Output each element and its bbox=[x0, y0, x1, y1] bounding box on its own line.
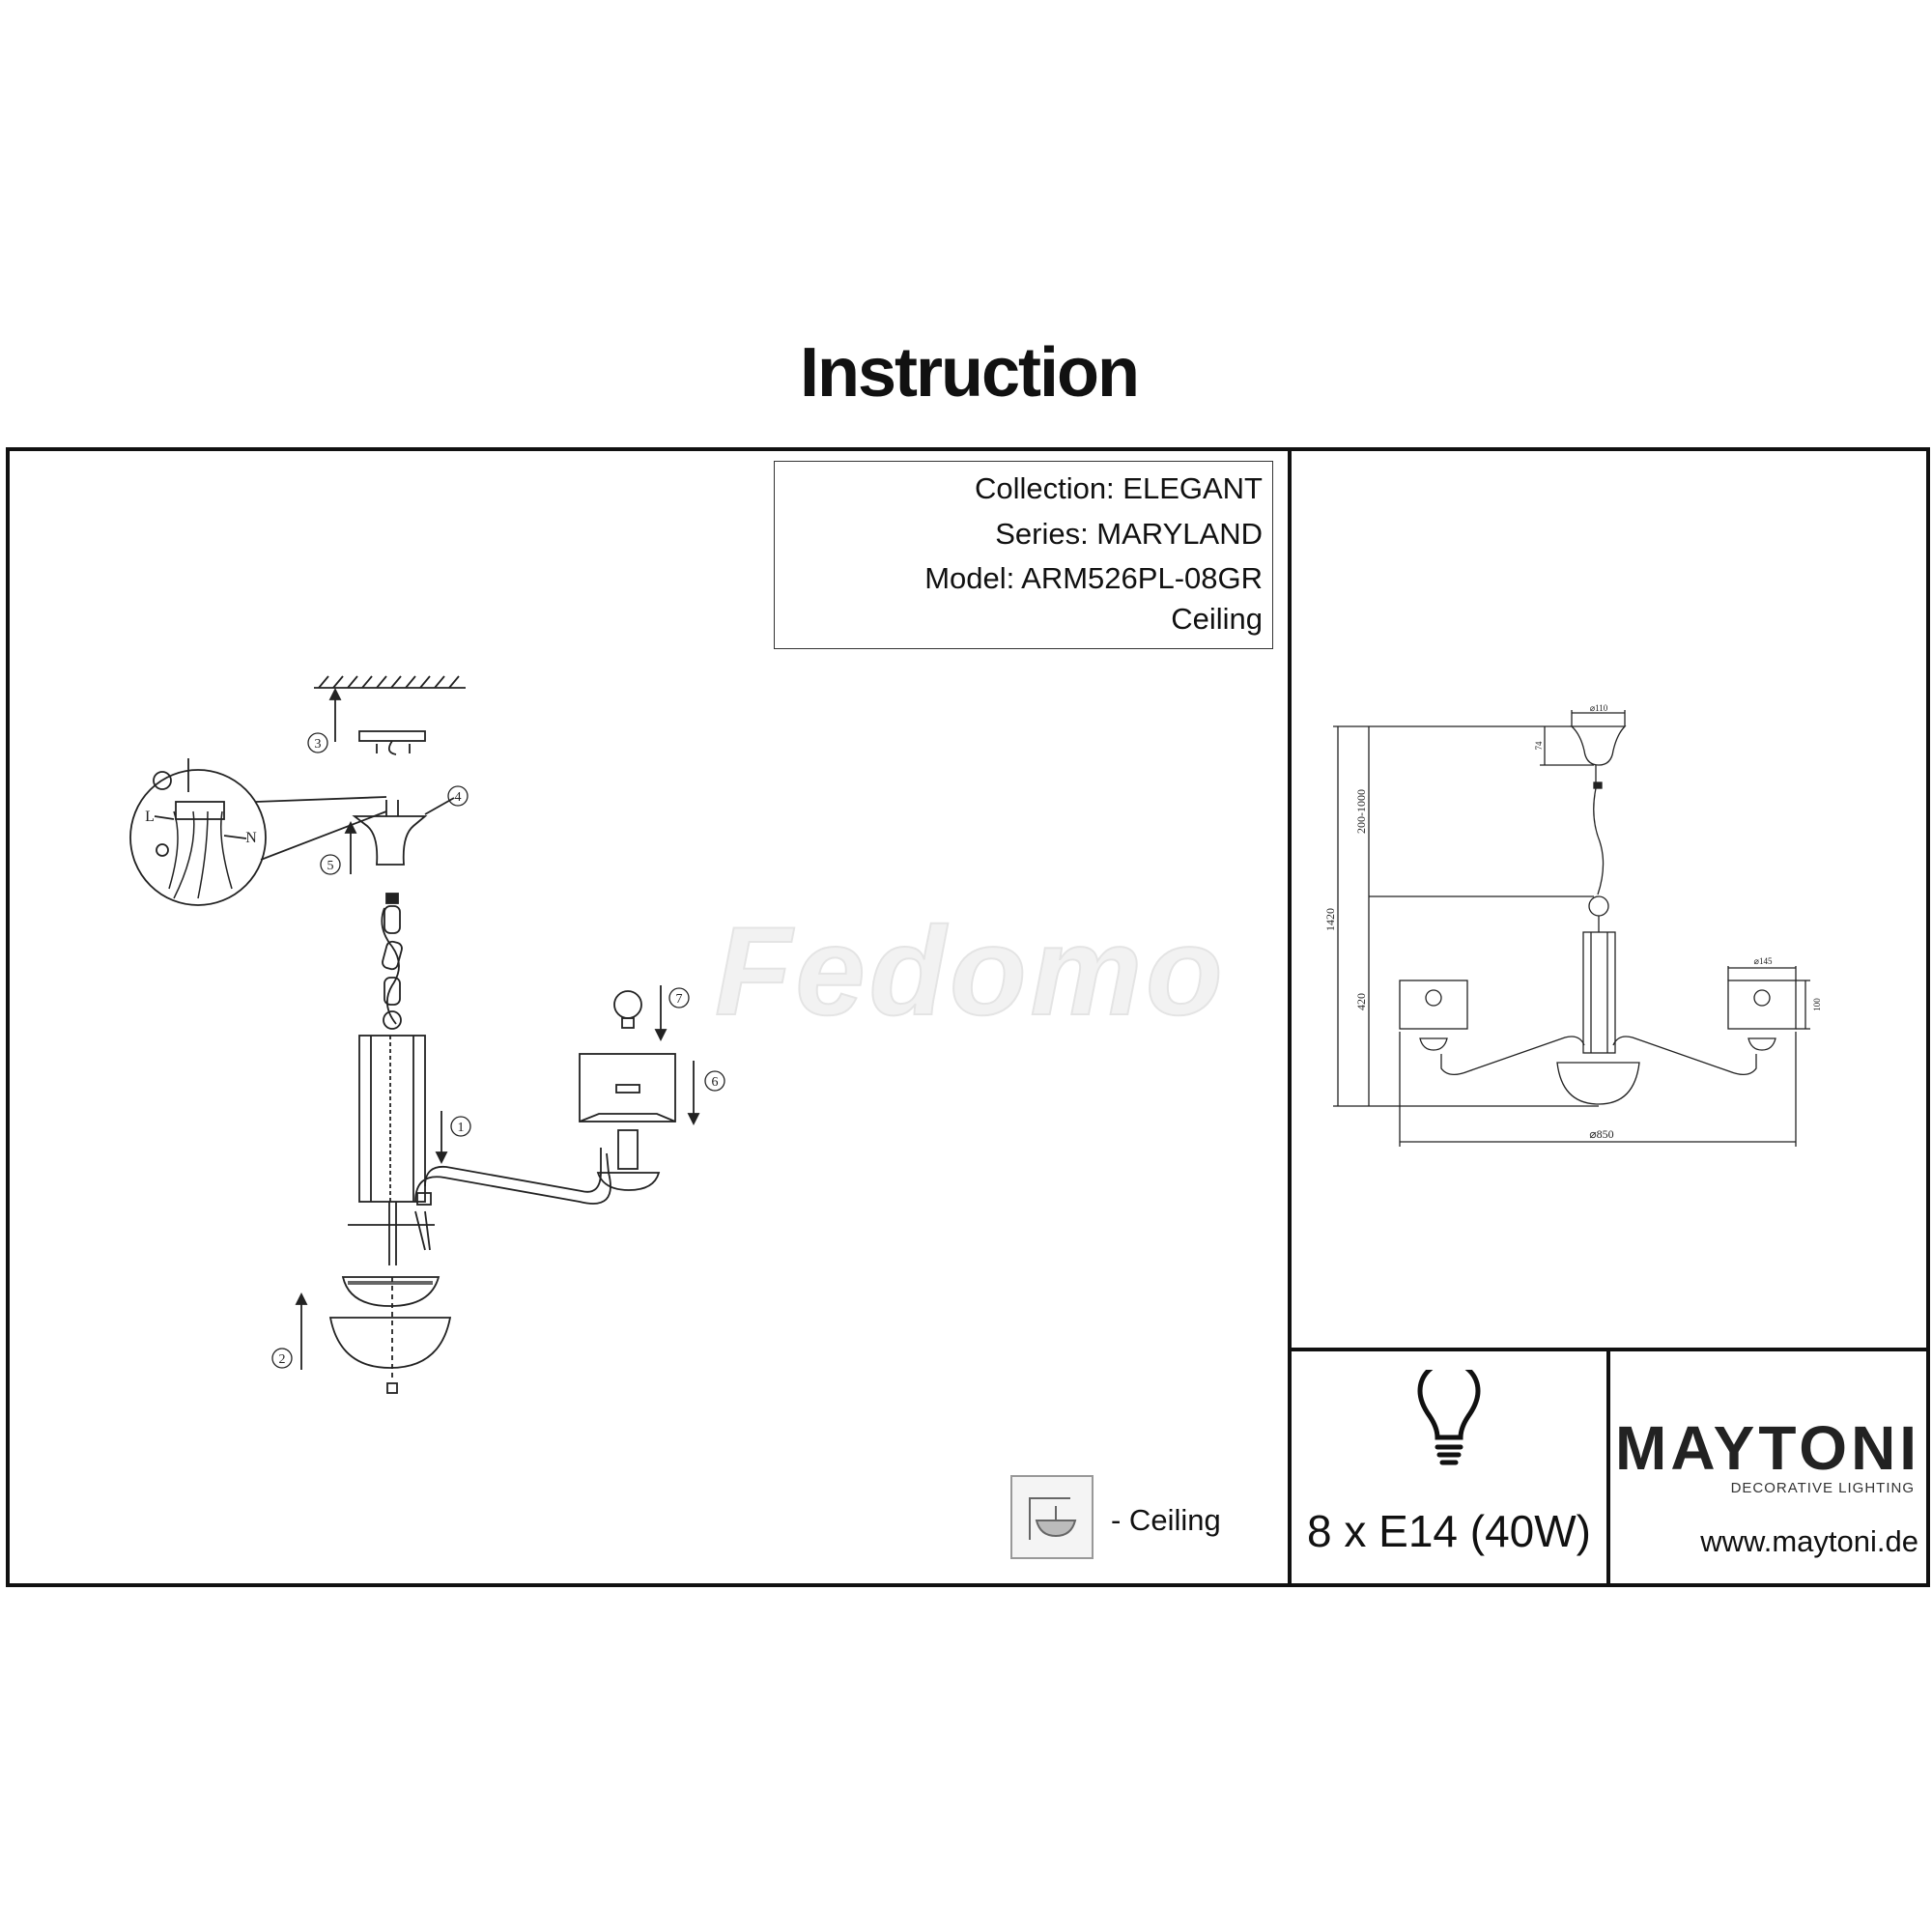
neutral-label: N bbox=[245, 830, 257, 846]
brand-tagline: DECORATIVE LIGHTING bbox=[1730, 1480, 1915, 1496]
live-label: L bbox=[145, 809, 155, 825]
step-4: 4 bbox=[455, 790, 462, 805]
maytoni-logo: MAYTONI bbox=[1615, 1413, 1921, 1483]
dim-chain-length: 200-1000 bbox=[1354, 789, 1368, 834]
step-3: 3 bbox=[315, 737, 322, 752]
website-link[interactable]: www.maytoni.de bbox=[1700, 1524, 1918, 1558]
divider bbox=[1288, 447, 1292, 1587]
mounting-bracket bbox=[358, 730, 426, 755]
model-label: Model: ARM526PL-08GR bbox=[924, 561, 1263, 595]
mount-label: Ceiling bbox=[1171, 602, 1263, 636]
collection-label: Collection: ELEGANT bbox=[974, 471, 1263, 505]
light-bulb-icon bbox=[1417, 1370, 1481, 1465]
series-label: Series: MARYLAND bbox=[995, 517, 1263, 551]
ceiling-mount-label: - Ceiling bbox=[1111, 1503, 1221, 1537]
dim-shade-height: 100 bbox=[1812, 998, 1822, 1011]
bowls bbox=[328, 1276, 452, 1394]
assembly-diagram: 1 2 3 4 5 6 7 L N bbox=[129, 675, 725, 1394]
dim-shade-diameter: ⌀145 bbox=[1754, 956, 1773, 966]
arrows bbox=[295, 687, 700, 1370]
dim-overall-diameter: ⌀850 bbox=[1589, 1127, 1613, 1141]
ceiling-hatch bbox=[314, 675, 466, 689]
step-5: 5 bbox=[327, 859, 334, 873]
dim-total-height: 1420 bbox=[1323, 908, 1337, 931]
step-7: 7 bbox=[676, 992, 683, 1007]
chandelier-body bbox=[348, 800, 611, 1265]
bulb-spec: 8 x E14 (40W) bbox=[1307, 1506, 1591, 1556]
dim-body-height: 420 bbox=[1354, 993, 1368, 1010]
instruction-frame bbox=[6, 447, 1930, 1587]
dimension-drawing: ⌀110 74 200-1000 1420 420 ⌀145 100 ⌀850 bbox=[1323, 703, 1822, 1147]
page-title: Instruction bbox=[800, 334, 1140, 412]
watermark: Fedomo bbox=[714, 899, 1227, 1042]
step-labels bbox=[271, 732, 725, 1369]
product-info-box: Collection: ELEGANT Series: MARYLAND Mod… bbox=[774, 461, 1273, 649]
divider bbox=[1606, 1348, 1610, 1587]
step-1: 1 bbox=[458, 1121, 465, 1135]
dim-canopy-diameter: ⌀110 bbox=[1590, 703, 1608, 713]
bulb-shade-assembly bbox=[579, 990, 676, 1191]
step-6: 6 bbox=[712, 1075, 719, 1090]
step-2: 2 bbox=[279, 1352, 286, 1367]
ceiling-mount-icon bbox=[1010, 1475, 1094, 1559]
wiring-detail-magnifier bbox=[129, 758, 387, 906]
dim-canopy-height: 74 bbox=[1534, 741, 1544, 751]
